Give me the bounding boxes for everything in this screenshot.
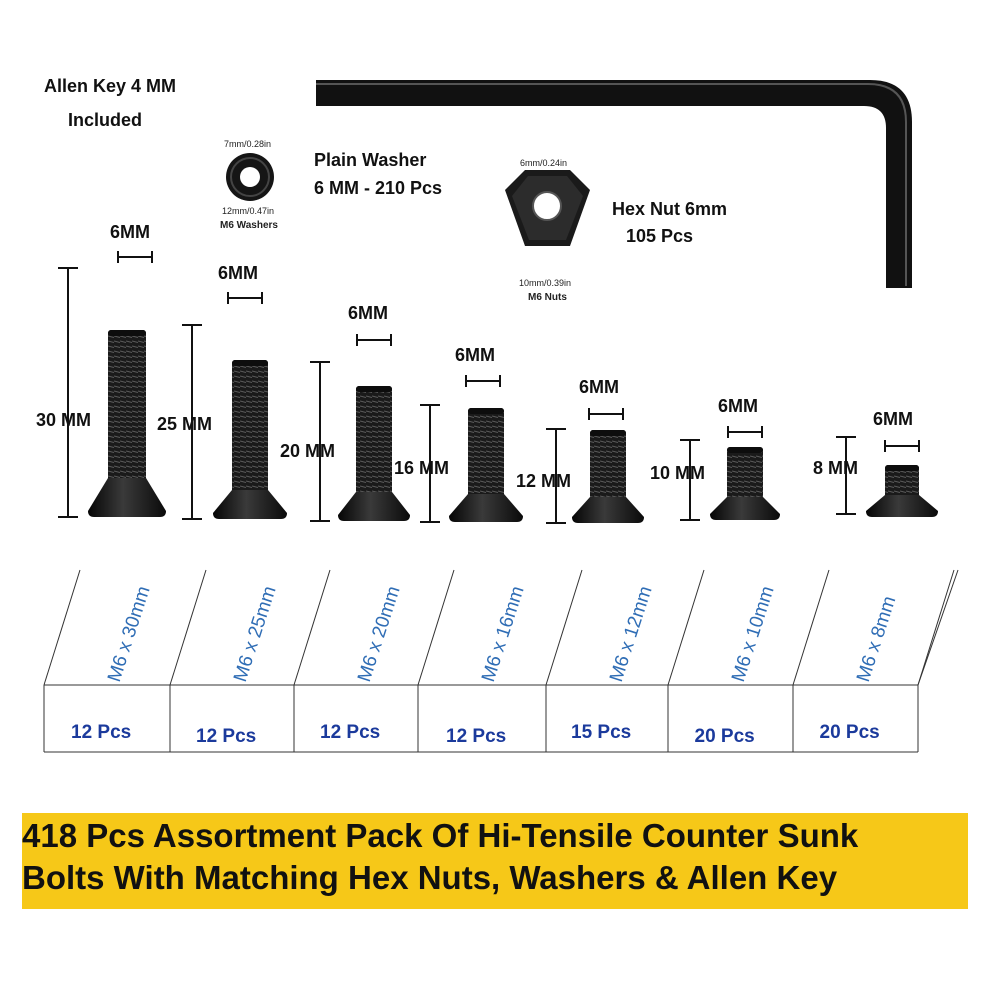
nut-bottom-dimension: 10mm/0.39in xyxy=(519,278,572,288)
bolt-5-width-label: 6MM xyxy=(579,377,619,397)
hex-nut-icon xyxy=(505,170,590,246)
nut-title: Hex Nut 6mm xyxy=(612,199,728,219)
bolt-2-count: 12 Pcs xyxy=(196,726,257,747)
bolt-1-length-dimension xyxy=(58,267,78,518)
washer-inner-dimension: 7mm/0.28in xyxy=(224,139,272,149)
bolt-3-length-dimension xyxy=(310,361,330,522)
table-slant-divider xyxy=(667,569,705,686)
bolt-7-count: 20 Pcs xyxy=(819,722,880,743)
bolt-4-width-label: 6MM xyxy=(455,345,495,365)
bolt-6-icon xyxy=(710,447,780,520)
bolt-7-width-dimension xyxy=(884,440,920,452)
bolt-3-count: 12 Pcs xyxy=(320,722,381,743)
banner-line-1: 418 Pcs Assortment Pack Of Hi-Tensile Co… xyxy=(22,817,859,854)
bolt-5-length-dimension xyxy=(546,428,566,524)
bolt-6-width-label: 6MM xyxy=(718,396,758,416)
allen-key-icon xyxy=(316,80,912,288)
bolt-5-icon xyxy=(572,430,644,523)
nut-name: M6 Nuts xyxy=(528,292,567,303)
washer-outer-dimension: 12mm/0.47in xyxy=(222,206,275,216)
table-slant-divider xyxy=(417,569,455,686)
bolt-3-width-label: 6MM xyxy=(348,303,388,323)
washer-name: M6 Washers xyxy=(220,220,278,231)
bolt-1-length-label: 30 MM xyxy=(36,410,92,430)
bolt-6-length-label: 10 MM xyxy=(650,463,706,483)
bolt-6-length-dimension xyxy=(680,439,700,521)
title-banner: 418 Pcs Assortment Pack Of Hi-Tensile Co… xyxy=(22,813,968,909)
bolt-5-count: 15 Pcs xyxy=(571,722,632,743)
bolt-4-count: 12 Pcs xyxy=(446,726,507,747)
table-slant-divider xyxy=(293,569,331,686)
bolt-7-length-label: 8 MM xyxy=(813,458,858,478)
bolt-6-width-dimension xyxy=(727,426,763,438)
bolt-2-icon xyxy=(213,360,287,519)
nut-count: 105 Pcs xyxy=(626,226,694,246)
bolt-3-length-label: 20 MM xyxy=(280,441,336,461)
table-slant-divider xyxy=(917,569,955,686)
bolt-5-length-label: 12 MM xyxy=(516,471,572,491)
bolt-3-width-dimension xyxy=(356,334,392,346)
bolt-7-length-dimension xyxy=(836,436,856,515)
bolt-6-count: 20 Pcs xyxy=(694,726,755,747)
washer-title: Plain Washer xyxy=(314,150,427,170)
table-slant-divider xyxy=(545,569,583,686)
bolt-4-length-label: 16 MM xyxy=(394,458,450,478)
bolt-5-width-dimension xyxy=(588,408,624,420)
allen-key-included-label: Included xyxy=(68,110,143,130)
washer-spec: 6 MM - 210 Pcs xyxy=(314,178,443,198)
banner-line-2: Bolts With Matching Hex Nuts, Washers & … xyxy=(22,859,838,896)
nut-top-dimension: 6mm/0.24in xyxy=(520,158,568,168)
table-slant-divider xyxy=(917,569,959,686)
bolt-7-icon xyxy=(866,465,938,517)
bolt-1-count: 12 Pcs xyxy=(71,722,132,743)
bolt-1-width-dimension xyxy=(117,251,153,263)
bolt-7-width-label: 6MM xyxy=(873,409,913,429)
bolt-4-length-dimension xyxy=(420,404,440,523)
bolt-2-length-label: 25 MM xyxy=(157,414,213,434)
bolt-1-width-label: 6MM xyxy=(110,222,150,242)
allen-key-label: Allen Key 4 MM xyxy=(44,76,177,96)
bolt-2-width-label: 6MM xyxy=(218,263,258,283)
table-slant-divider xyxy=(792,569,830,686)
bolt-1-icon xyxy=(88,330,166,517)
bolt-4-width-dimension xyxy=(465,375,501,387)
washer-icon xyxy=(226,153,274,201)
bolt-3-icon xyxy=(338,386,410,521)
table-slant-divider xyxy=(43,569,81,686)
bolt-2-width-dimension xyxy=(227,292,263,304)
bolt-4-icon xyxy=(449,408,523,522)
bolt-2-length-dimension xyxy=(182,324,202,520)
table-slant-divider xyxy=(169,569,207,686)
